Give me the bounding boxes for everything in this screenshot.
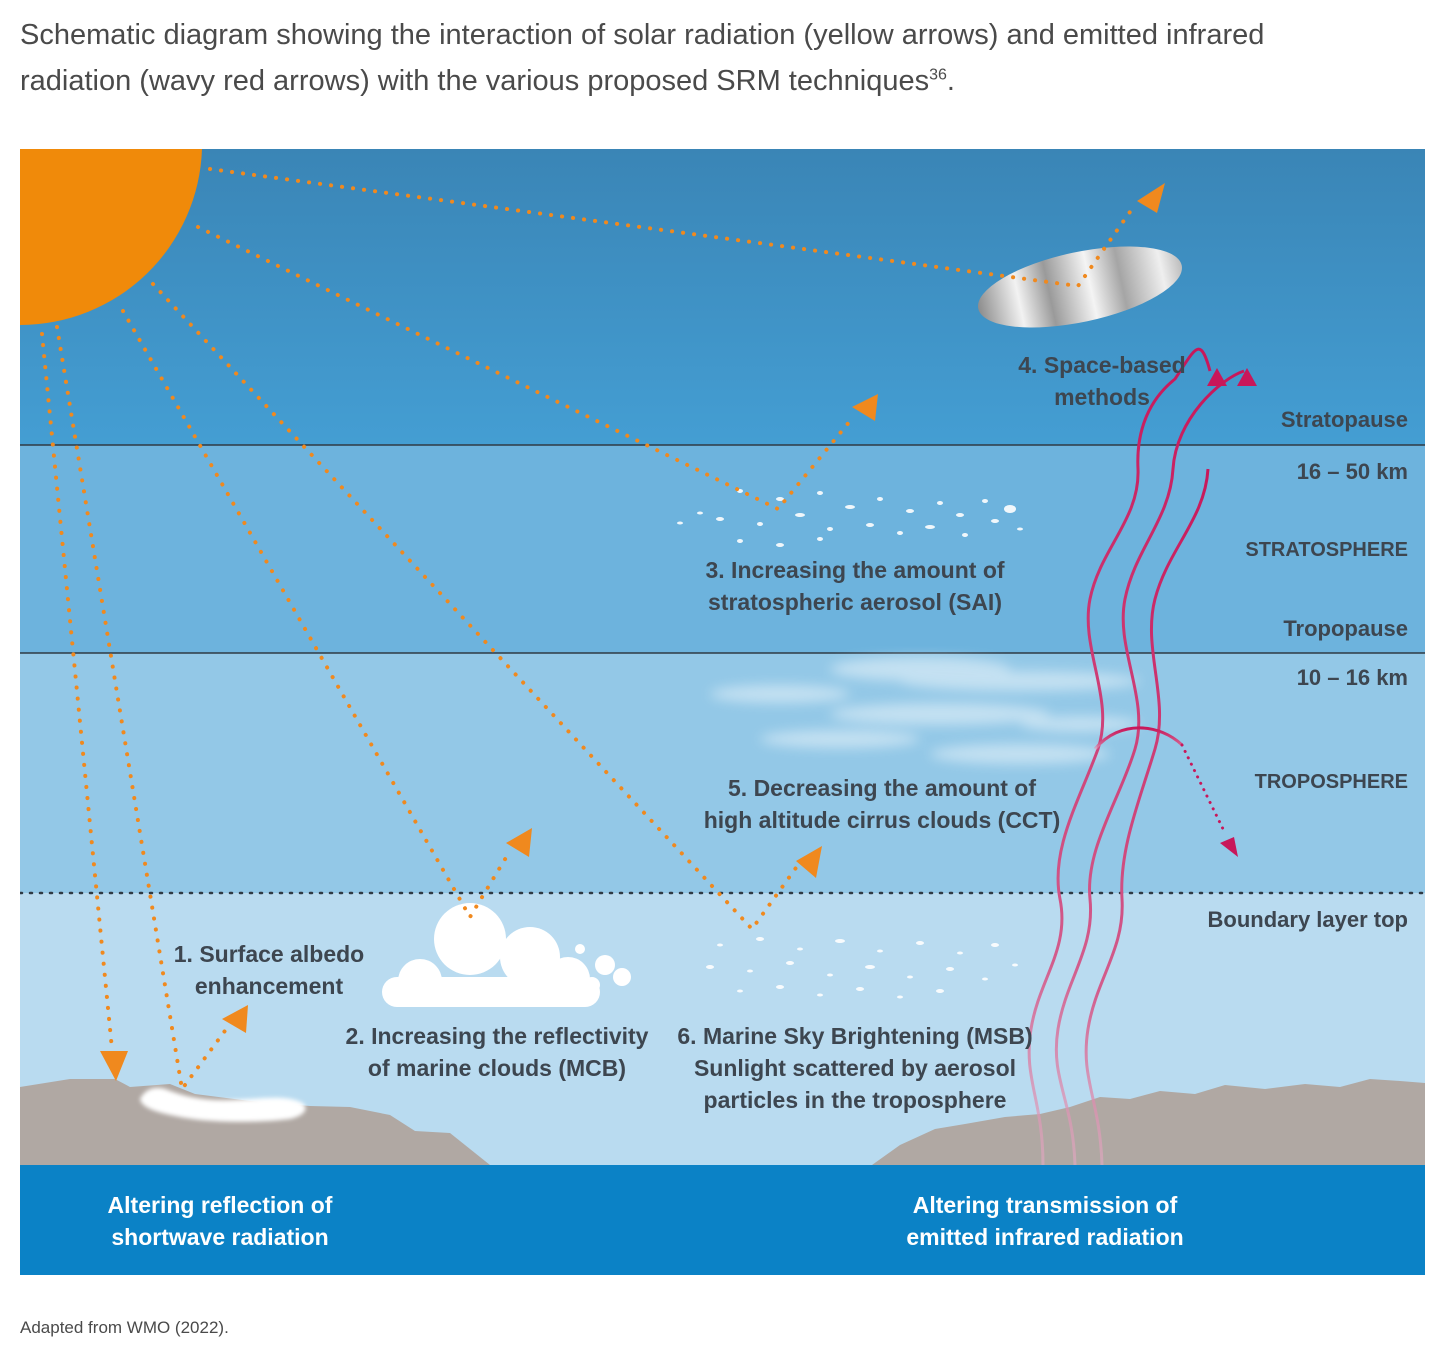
label-stratospheric-aerosol: 3. Increasing the amount of stratospheri… bbox=[705, 557, 1005, 615]
arrowhead-ir-scattered bbox=[1220, 837, 1238, 857]
arrowhead-surface-down bbox=[100, 1051, 128, 1081]
space-layer bbox=[20, 149, 1425, 445]
arrowhead-ir-1 bbox=[1207, 368, 1227, 386]
arrowhead-ir-2 bbox=[1237, 368, 1257, 386]
ir-wave-1 bbox=[1027, 347, 1212, 1166]
space-mirror bbox=[978, 246, 1182, 328]
marine-aerosol-particles bbox=[706, 937, 1018, 999]
ir-arrowheads bbox=[1207, 368, 1257, 386]
caption-line-2: radiation (wavy red arrows) with the var… bbox=[20, 65, 955, 97]
solar-path-surface-2 bbox=[55, 325, 232, 1095]
ir-scattered-path bbox=[1180, 743, 1238, 857]
sun bbox=[20, 149, 202, 326]
label-cirrus-clouds: 5. Decreasing the amount of high altitud… bbox=[703, 775, 1061, 833]
arrowhead-space bbox=[1137, 183, 1165, 213]
label-boundary-layer-top: Boundary layer top bbox=[1207, 907, 1408, 932]
label-marine-cloud-brightening: 2. Increasing the reflectivity of marine… bbox=[345, 1023, 649, 1081]
arrowhead-marine-cloud bbox=[506, 828, 532, 857]
figure-caption: Schematic diagram showing the interactio… bbox=[20, 12, 1420, 104]
label-space-based-methods: 4. Space-based methods bbox=[1018, 352, 1186, 410]
right-land bbox=[872, 1079, 1425, 1165]
label-altering-transmission: Altering transmission of emitted infrare… bbox=[906, 1192, 1184, 1250]
solar-path-stratosphere bbox=[196, 225, 852, 512]
caption-reference: 36 bbox=[929, 66, 947, 84]
solar-path-sky-brightening bbox=[151, 282, 800, 933]
label-marine-sky-brightening: 6. Marine Sky Brightening (MSB) Sunlight… bbox=[677, 1023, 1033, 1113]
snow-patch bbox=[140, 1087, 306, 1122]
cirrus-clouds bbox=[710, 657, 1140, 764]
arrowhead-surface-up bbox=[222, 1005, 248, 1033]
srm-diagram: 4. Space-based methods 3. Increasing the… bbox=[20, 149, 1425, 1275]
left-land bbox=[20, 1079, 490, 1165]
ir-wave-3 bbox=[1084, 468, 1210, 1166]
label-tropopause: Tropopause bbox=[1283, 616, 1408, 641]
infrared-radiation-paths bbox=[1027, 347, 1245, 1166]
diagram-graphic bbox=[20, 149, 1425, 1275]
solar-path-surface-1 bbox=[40, 332, 114, 1051]
arrowhead-sky-brightening bbox=[796, 846, 822, 878]
solar-path-marine-cloud bbox=[121, 309, 512, 921]
stratospheric-aerosol-particles bbox=[677, 489, 1023, 547]
ir-wave-2 bbox=[1054, 369, 1245, 1166]
label-surface-albedo: 1. Surface albedo enhancement bbox=[173, 941, 365, 999]
label-troposphere: TROPOSPHERE bbox=[1254, 771, 1408, 793]
stratosphere-layer bbox=[20, 445, 1425, 653]
label-stratosphere: STRATOSPHERE bbox=[1245, 539, 1408, 561]
ocean-band bbox=[20, 1165, 1425, 1275]
source-note: Adapted from WMO (2022). bbox=[20, 1318, 229, 1337]
solar-path-space bbox=[208, 167, 1134, 289]
label-stratosphere-range: 16 – 50 km bbox=[1296, 459, 1408, 484]
solar-arrowheads bbox=[100, 183, 1165, 1081]
label-troposphere-range: 10 – 16 km bbox=[1296, 665, 1408, 690]
label-altering-reflection: Altering reflection of shortwave radiati… bbox=[107, 1192, 333, 1250]
caption-line-1: Schematic diagram showing the interactio… bbox=[20, 19, 1265, 51]
label-stratopause: Stratopause bbox=[1280, 407, 1408, 432]
marine-cloud bbox=[382, 903, 631, 1007]
arrowhead-stratosphere bbox=[852, 394, 878, 421]
solar-radiation-paths bbox=[40, 167, 1134, 1095]
ir-loop bbox=[1093, 726, 1184, 750]
